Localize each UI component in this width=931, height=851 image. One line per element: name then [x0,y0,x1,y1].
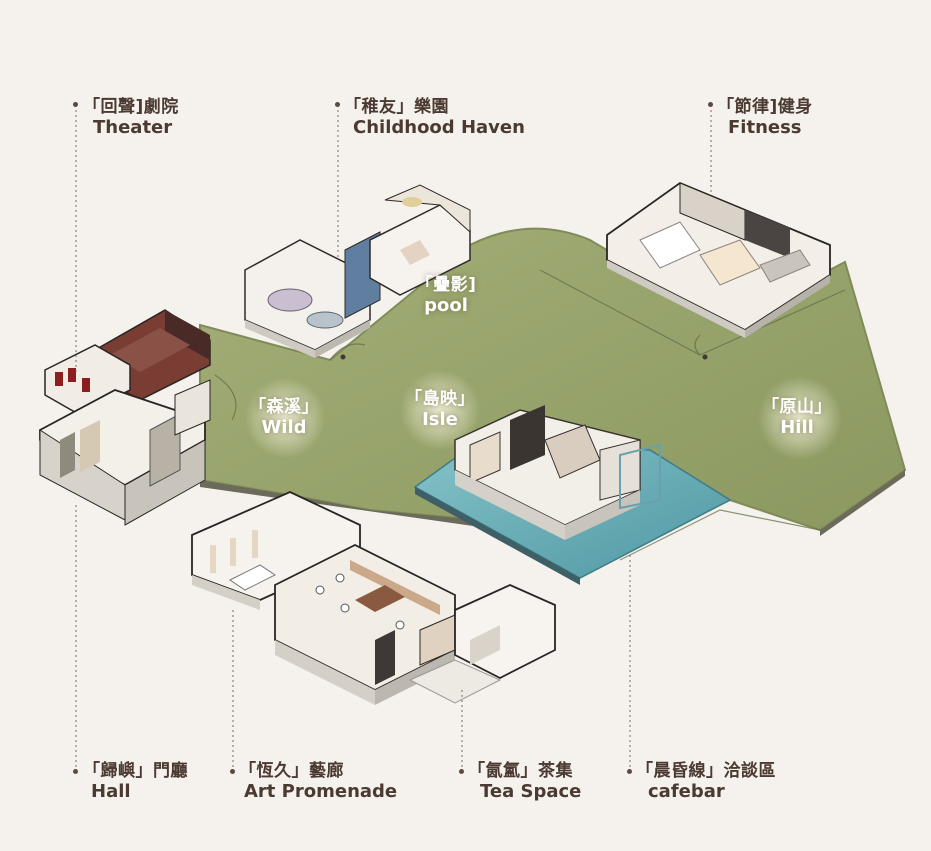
cafebar-building [454,405,661,540]
label-childhood: 「稚友」樂園 Childhood Haven [344,97,525,138]
label-hill: 「原山」 Hill [762,397,832,438]
theater-en: Theater [93,116,173,138]
isle-zh: 「島映」 [405,389,475,409]
pool-zh: 「疊影] [415,275,477,295]
pool-en: pool [424,294,468,316]
label-isle: 「島映」 Isle [405,389,475,430]
wild-glow [245,378,325,458]
hill-zh: 「原山」 [762,397,832,417]
label-hall: 「歸嶼」門廳 Hall [83,761,188,802]
childhood-zh: 「稚友」樂園 [344,97,449,117]
hall-zh: 「歸嶼」門廳 [83,761,188,781]
label-art: 「恆久」藝廊 Art Promenade [239,761,398,802]
garden-paths [214,269,846,561]
label-pool: 「疊影] pool [415,275,477,316]
label-tea: 「氤氳」茶集 Tea Space [468,761,582,802]
childhood-en: Childhood Haven [353,116,525,138]
wild-zh: 「森溪」 [249,397,319,417]
art-zh: 「恆久」藝廊 [239,761,344,781]
cafebar-zh: 「晨昏線」洽談區 [636,761,776,781]
fitness-en: Fitness [728,116,802,138]
theater-zh: 「回聲]劇院 [83,97,179,117]
art-en: Art Promenade [244,780,398,802]
tea-zh: 「氤氳」茶集 [468,761,573,781]
fitness-zh: 「節律]健身 [717,97,813,117]
hall-building [39,379,211,526]
isle-glow [400,370,480,450]
label-wild: 「森溪」 Wild [249,397,319,438]
art-tea-building [191,491,556,705]
wild-en: Wild [261,416,307,438]
childhood-building [244,184,471,358]
label-theater: 「回聲]劇院 Theater [83,97,179,138]
hall-en: Hall [91,780,131,802]
isle-en: Isle [422,408,458,430]
tea-en: Tea Space [480,780,582,802]
theater-building [44,309,211,416]
cafebar-en: cafebar [648,780,725,802]
hill-glow [758,376,842,460]
fitness-building [606,181,831,338]
guide-lines [75,105,712,770]
hill-en: Hill [780,416,814,438]
label-fitness: 「節律]健身 Fitness [717,97,813,138]
label-cafebar: 「晨昏線」洽談區 cafebar [636,761,776,802]
